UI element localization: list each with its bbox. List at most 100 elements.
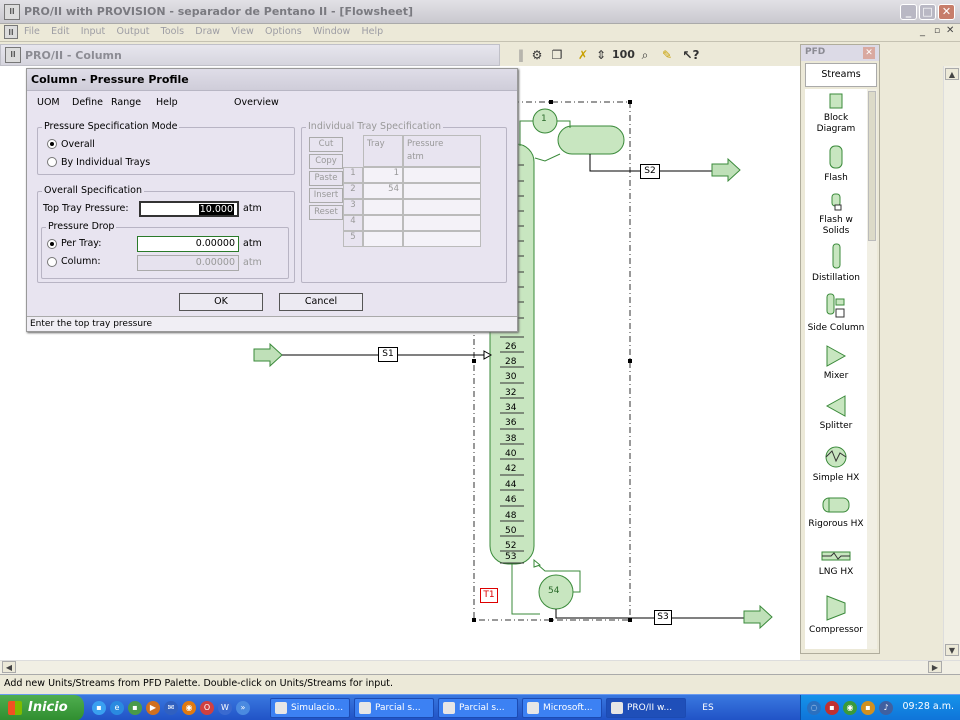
horizontal-scrollbar[interactable]: ◀ ▶ [0, 660, 960, 674]
scroll-down-icon[interactable]: ▼ [945, 644, 959, 656]
menu-input[interactable]: Input [80, 26, 106, 37]
top-tray-pressure-input[interactable]: 10.000 [139, 201, 239, 217]
per-tray-radio[interactable] [47, 239, 57, 249]
pencil-icon[interactable]: ✎ [661, 48, 673, 62]
grid-paste-button[interactable]: Paste [309, 171, 343, 186]
zoom-100-button[interactable]: 100 [612, 48, 635, 61]
tray-volume-icon[interactable]: ♪ [879, 701, 893, 715]
quicklaunch-opera-icon[interactable]: O [200, 701, 214, 715]
task-simulacion[interactable]: Simulacio... [270, 698, 350, 718]
dialog-menu-uom[interactable]: UOM [37, 97, 60, 108]
reflux-drum[interactable] [557, 125, 625, 155]
grid-tray-cell[interactable]: 1 [363, 167, 403, 183]
menu-tools[interactable]: Tools [160, 26, 185, 37]
dialog-menu-define[interactable]: Define [72, 97, 104, 108]
quicklaunch-extra-icon[interactable]: » [236, 701, 250, 715]
per-tray-input[interactable]: 0.00000 [137, 236, 239, 252]
grid-tray-cell[interactable] [363, 199, 403, 215]
grid-pressure-cell[interactable] [403, 199, 481, 215]
quicklaunch-outlook-icon[interactable]: ✉ [164, 701, 178, 715]
zoom-icon[interactable]: ⌕ [641, 48, 649, 62]
pfd-item-compressor[interactable]: Compressor [805, 595, 867, 636]
unit-label-t1[interactable]: T1 [480, 588, 498, 603]
dialog-menu-range[interactable]: Range [111, 97, 142, 108]
quicklaunch-media-icon[interactable]: ▶ [146, 701, 160, 715]
close-button[interactable]: ✕ [938, 4, 955, 20]
column-radio[interactable] [47, 257, 57, 267]
pfd-item-simple-hx[interactable]: Simple HX [805, 445, 867, 484]
stream-label-s2[interactable]: S2 [640, 164, 660, 179]
tray-app-icon[interactable]: ▪ [825, 701, 839, 715]
grid-insert-button[interactable]: Insert [309, 188, 343, 203]
cut-tool-icon[interactable]: ✗ [577, 48, 589, 62]
quicklaunch-firefox-icon[interactable]: ◉ [182, 701, 196, 715]
language-indicator[interactable]: ES [702, 703, 714, 713]
app-icon[interactable]: II [4, 4, 20, 20]
quicklaunch-app-icon[interactable]: ▪ [128, 701, 142, 715]
tray-network-icon[interactable]: ◌ [807, 701, 821, 715]
windows-icon[interactable]: ❐ [551, 48, 563, 62]
pfd-scrollbar[interactable] [867, 89, 877, 649]
grid-copy-button[interactable]: Copy [309, 154, 343, 169]
stream-label-s1[interactable]: S1 [378, 347, 398, 362]
grid-cut-button[interactable]: Cut [309, 137, 343, 152]
grid-pressure-cell[interactable] [403, 231, 481, 247]
pfd-item-mixer[interactable]: Mixer [805, 345, 867, 382]
individual-trays-radio[interactable] [47, 157, 57, 167]
pfd-close-icon[interactable]: ✕ [863, 47, 875, 59]
grid-reset-button[interactable]: Reset [309, 205, 343, 220]
menu-file[interactable]: File [24, 26, 40, 37]
menu-output[interactable]: Output [116, 26, 150, 37]
quicklaunch-desktop-icon[interactable]: ▪ [92, 701, 106, 715]
task-parcial-1[interactable]: Parcial s... [354, 698, 434, 718]
quicklaunch-ie-icon[interactable]: e [110, 701, 124, 715]
maximize-button[interactable]: □ [919, 4, 936, 20]
dialog-menu-overview[interactable]: Overview [234, 97, 279, 108]
pfd-item-splitter[interactable]: Splitter [805, 395, 867, 432]
pfd-scroll-thumb[interactable] [868, 91, 876, 241]
scroll-icon[interactable]: ⇕ [595, 48, 607, 62]
minimize-button[interactable]: _ [900, 4, 917, 20]
help-pointer-icon[interactable]: ↖? [682, 48, 700, 62]
column-drop-input[interactable]: 0.00000 [137, 255, 239, 271]
stream-label-s3[interactable]: S3 [654, 610, 672, 625]
menu-draw[interactable]: Draw [195, 26, 221, 37]
pfd-item-lng-hx[interactable]: LNG HX [805, 549, 867, 578]
mdi-restore-icon[interactable]: ▫ [934, 26, 941, 36]
tray-chrome-icon[interactable]: ◉ [843, 701, 857, 715]
menu-help[interactable]: Help [361, 26, 384, 37]
mdi-close-icon[interactable]: ✕ [946, 25, 955, 36]
task-parcial-2[interactable]: Parcial s... [438, 698, 518, 718]
quicklaunch-word-icon[interactable]: W [218, 701, 232, 715]
menu-edit[interactable]: Edit [51, 26, 70, 37]
mdi-minimize-icon[interactable]: _ [920, 26, 925, 37]
menu-options[interactable]: Options [265, 26, 302, 37]
menu-view[interactable]: View [231, 26, 254, 37]
scroll-left-icon[interactable]: ◀ [2, 661, 16, 673]
pfd-item-rigorous-hx[interactable]: Rigorous HX [805, 495, 867, 530]
grid-pressure-cell[interactable] [403, 167, 481, 183]
grid-tray-cell[interactable]: 54 [363, 183, 403, 199]
pfd-item-distillation[interactable]: Distillation [805, 243, 867, 284]
grid-tray-cell[interactable] [363, 215, 403, 231]
tray-security-icon[interactable]: ▪ [861, 701, 875, 715]
start-button[interactable]: Inicio [0, 695, 84, 720]
dialog-menu-help[interactable]: Help [156, 97, 178, 108]
task-proii[interactable]: PRO/II w... [606, 698, 686, 718]
tab-streams[interactable]: Streams [805, 63, 877, 87]
vertical-scrollbar[interactable]: ▲ ▼ [943, 66, 960, 660]
cancel-button[interactable]: Cancel [279, 293, 363, 311]
scroll-up-icon[interactable]: ▲ [945, 68, 959, 80]
ok-button[interactable]: OK [179, 293, 263, 311]
pfd-item-flash[interactable]: Flash [805, 145, 867, 184]
scroll-right-icon[interactable]: ▶ [928, 661, 942, 673]
overall-radio[interactable] [47, 139, 57, 149]
grid-tray-cell[interactable] [363, 231, 403, 247]
grid-pressure-cell[interactable] [403, 183, 481, 199]
menu-window[interactable]: Window [312, 26, 351, 37]
grid-pressure-cell[interactable] [403, 215, 481, 231]
pfd-item-flash-w-solids[interactable]: Flash w Solids [805, 193, 867, 237]
pfd-item-side-column[interactable]: Side Column [805, 293, 867, 334]
run-icon[interactable]: ⚙ [531, 48, 543, 62]
task-microsoft[interactable]: Microsoft... [522, 698, 602, 718]
